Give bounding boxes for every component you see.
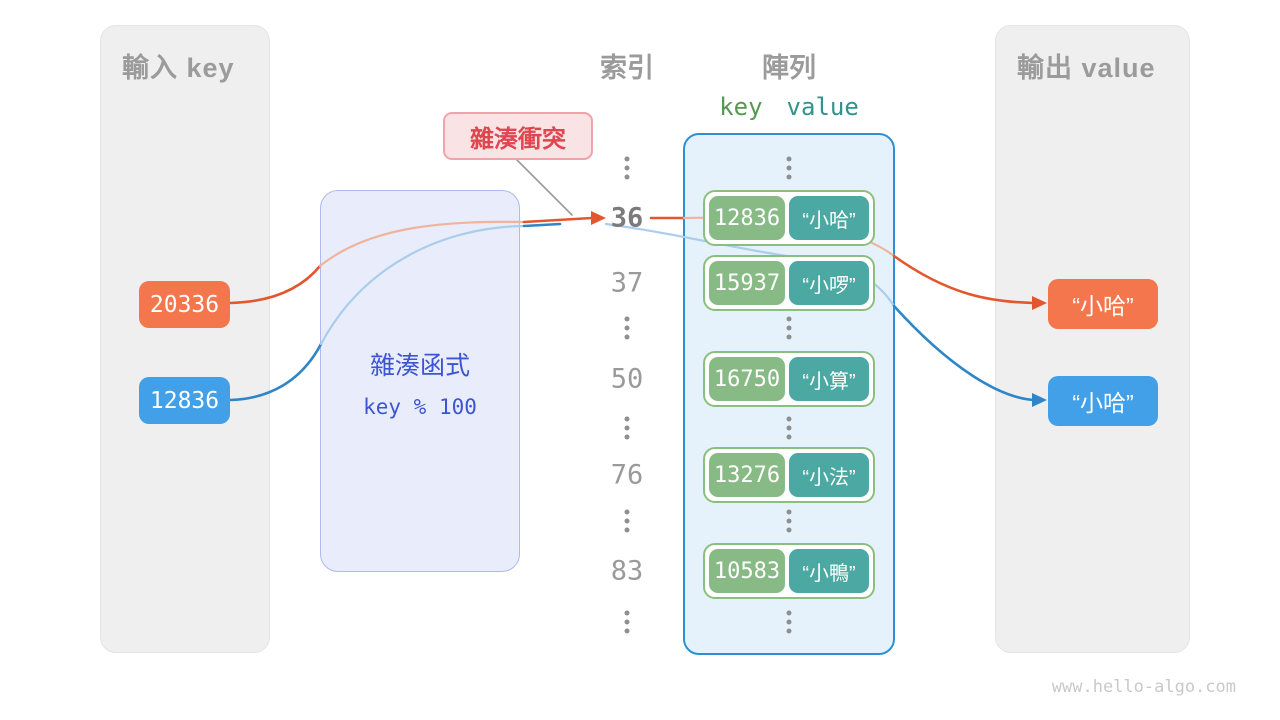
collision-pointer-line [515, 158, 573, 216]
output1-arrowhead-icon [1032, 296, 1047, 310]
output-value-panel [995, 25, 1190, 653]
hash-collision-label: 雜湊衝突 [443, 112, 593, 160]
index-ellipsis-icon [624, 509, 630, 533]
output-value-blue: “小哈” [1048, 376, 1158, 426]
index36-arrowhead-icon [591, 211, 606, 225]
index-column-header: 索引 [600, 53, 654, 83]
merged-blue-segment [522, 222, 562, 228]
array-ellipsis-icon [786, 316, 792, 340]
pair-value: “小鴨” [789, 549, 869, 593]
index-ellipsis-icon [624, 416, 630, 440]
output-value-orange: “小哈” [1048, 279, 1158, 329]
pair-value: “小啰” [789, 261, 869, 305]
input-key-panel [100, 25, 270, 653]
index-label-83: 83 [610, 555, 644, 587]
index-ellipsis-icon [624, 316, 630, 340]
key1-hash-inner-curve [318, 220, 526, 268]
pair-key: 16750 [709, 357, 785, 401]
bucket-pair-50: 16750“小算” [703, 351, 875, 407]
pair-value: “小算” [789, 357, 869, 401]
key2-hash-inner-curve [319, 224, 526, 346]
key1-to-hash-curve [228, 264, 322, 305]
array-to-output2-curve [892, 304, 1036, 402]
bucket-pair-83: 10583“小鴨” [703, 543, 875, 599]
output-panel-title: 輸出 value [1017, 53, 1156, 83]
pair-key: 15937 [709, 261, 785, 305]
key-subheader: key [719, 93, 763, 121]
array-ellipsis-icon [786, 156, 792, 180]
index-label-76: 76 [610, 459, 644, 491]
hash-function-title: 雜湊函式 [369, 352, 470, 380]
pair-key: 13276 [709, 453, 785, 497]
array-to-output1-curve [892, 254, 1036, 305]
value-subheader: value [786, 93, 859, 121]
index-label-37: 37 [610, 267, 644, 299]
watermark-url: www.hello-algo.com [1051, 677, 1236, 697]
array-ellipsis-icon [786, 610, 792, 634]
array-ellipsis-icon [786, 509, 792, 533]
input-key-12836: 12836 [139, 377, 230, 424]
pair-key: 12836 [709, 196, 785, 240]
index-label-50: 50 [610, 363, 644, 395]
index-label-36: 36 [610, 202, 644, 234]
pair-value: “小法” [789, 453, 869, 497]
array-column-header: 陣列 [762, 53, 816, 83]
bucket-pair-36: 12836“小哈” [703, 190, 875, 246]
key-value-header: key value [719, 93, 859, 121]
output2-arrowhead-icon [1032, 393, 1047, 407]
key2-to-hash-curve [228, 342, 323, 402]
bucket-pair-76: 13276“小法” [703, 447, 875, 503]
pair-value: “小哈” [789, 196, 869, 240]
index-ellipsis-icon [624, 156, 630, 180]
array-ellipsis-icon [786, 416, 792, 440]
input-key-20336: 20336 [139, 281, 230, 328]
hash-function-box [320, 190, 520, 572]
pair-key: 10583 [709, 549, 785, 593]
hash-to-index36-arrow [522, 216, 594, 224]
input-panel-title: 輸入 key [122, 53, 235, 83]
hash-function-formula: key % 100 [363, 395, 477, 419]
bucket-pair-37: 15937“小啰” [703, 255, 875, 311]
index-ellipsis-icon [624, 610, 630, 634]
